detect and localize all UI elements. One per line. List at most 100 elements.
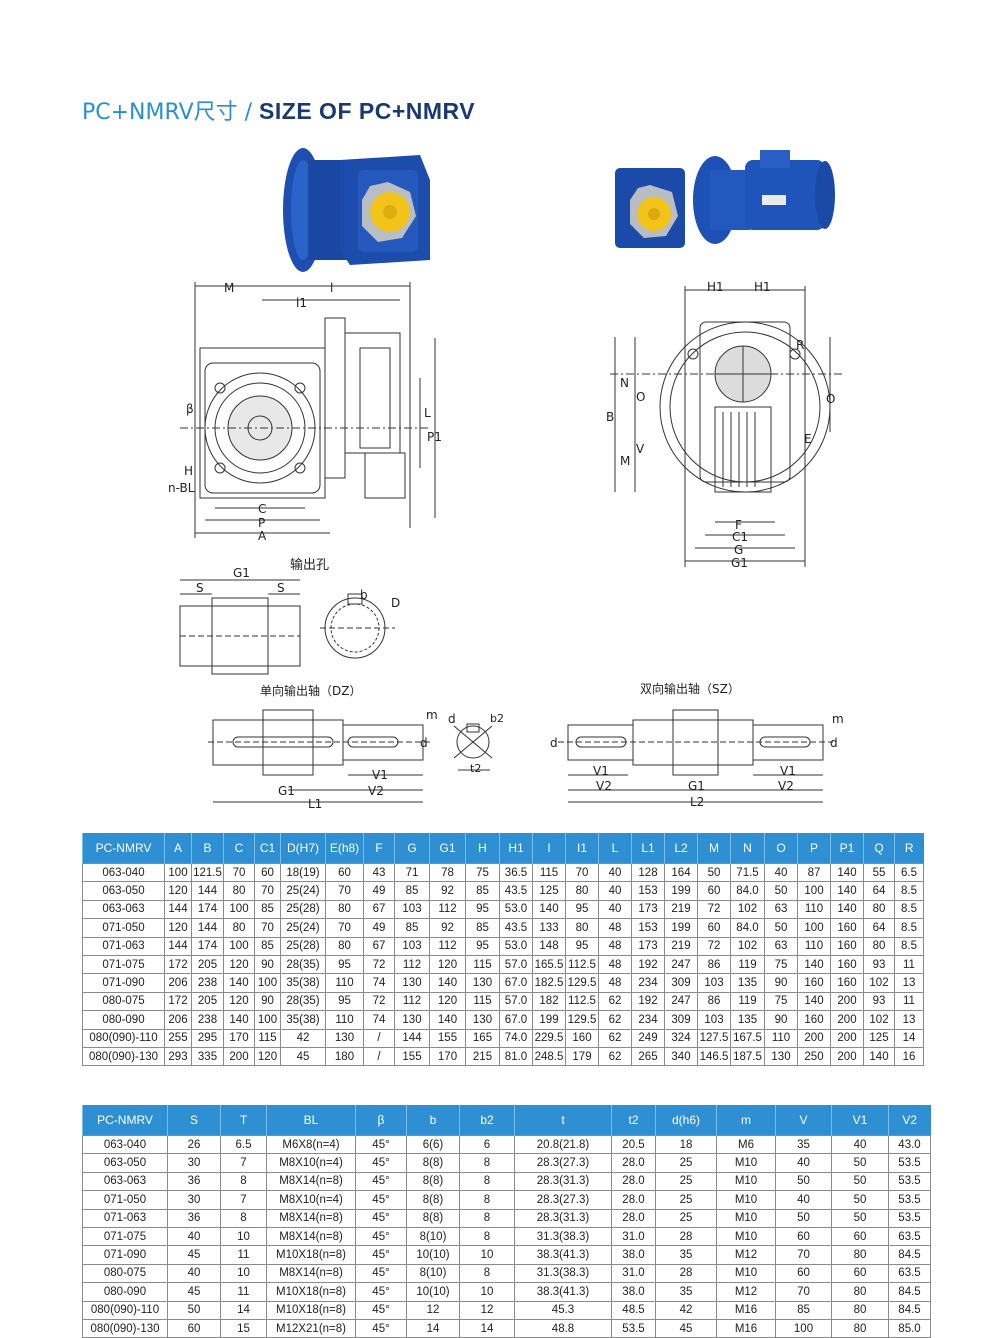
table-cell: 40 — [598, 881, 632, 901]
table-cell: 160 — [797, 1010, 831, 1030]
dim-label-V2-double-left: V2 — [596, 779, 612, 793]
table-cell: 45° — [355, 1208, 407, 1228]
drawing-key-section — [453, 723, 493, 771]
column-header: L1 — [631, 833, 665, 864]
table-cell: 80 — [325, 936, 364, 956]
dim-label-V: V — [636, 442, 645, 456]
model-cell: 071-090 — [82, 1245, 168, 1265]
table-cell: 40 — [831, 1134, 889, 1155]
column-header: V2 — [888, 1105, 931, 1136]
dim-label-L1: L1 — [308, 797, 323, 811]
model-cell: 071-075 — [82, 1226, 168, 1247]
dim-label-G1-double: G1 — [688, 779, 705, 793]
column-header: t — [514, 1105, 612, 1136]
column-header: F — [363, 833, 395, 864]
dim-label-O: O — [636, 390, 646, 404]
dim-label-L2: L2 — [690, 795, 705, 809]
title-cn: PC+NMRV尺寸 / — [82, 100, 260, 125]
dim-label-M: M — [224, 281, 235, 295]
table-cell: 85 — [775, 1300, 832, 1320]
table-cell: 90 — [764, 973, 798, 993]
table-cell: 140 — [830, 862, 864, 883]
table-cell: 74 — [363, 973, 395, 993]
table-cell: 31.3(38.3) — [514, 1226, 612, 1247]
table-cell: 62 — [598, 1010, 632, 1030]
table-cell: 148 — [532, 936, 566, 956]
table-cell: 64 — [863, 918, 895, 938]
column-header: E(h8) — [325, 833, 364, 864]
table-cell: 71.5 — [730, 862, 765, 883]
table-cell: 40 — [775, 1190, 832, 1210]
table-cell: 130 — [394, 973, 430, 993]
table-cell: 50 — [167, 1300, 221, 1320]
table-cell: 35(38) — [280, 973, 326, 993]
table-cell: 247 — [664, 954, 698, 975]
table-cell: 130 — [465, 973, 500, 993]
table-cell: 84.5 — [888, 1245, 931, 1265]
product-photo-pc-nmrv-motor — [615, 150, 835, 248]
model-cell: 063-063 — [82, 899, 165, 920]
table-cell: 53.5 — [888, 1171, 931, 1192]
drawing-side-view — [180, 282, 436, 538]
table-cell: 95 — [565, 899, 599, 920]
table-cell: 170 — [429, 1046, 466, 1067]
table-cell: 125 — [863, 1028, 895, 1048]
table-cell: 265 — [631, 1046, 665, 1067]
table-cell: M12 — [716, 1282, 776, 1302]
table-cell: 144 — [164, 899, 192, 920]
table-cell: 28.0 — [611, 1190, 656, 1210]
table-cell: 130 — [764, 1046, 798, 1067]
table-cell: 133 — [532, 918, 566, 938]
dim-label-n-bl: n-BL — [168, 481, 195, 495]
dim-label-D: D — [391, 596, 401, 610]
model-cell: 080-075 — [82, 991, 165, 1012]
table-cell: 309 — [664, 973, 698, 993]
table-cell: 60 — [775, 1263, 832, 1284]
table-cell: 31.0 — [611, 1226, 656, 1247]
dim-label-V1-double-right: V1 — [780, 764, 796, 778]
table-cell: 234 — [631, 1010, 665, 1030]
table-cell: 8 — [459, 1190, 515, 1210]
table-cell: 14 — [894, 1028, 924, 1048]
table-cell: 200 — [223, 1046, 255, 1067]
table-cell: 74 — [363, 1010, 395, 1030]
model-cell: 071-050 — [82, 918, 165, 938]
table-cell: 120 — [223, 991, 255, 1012]
table-cell: 35 — [775, 1134, 832, 1155]
table-cell: 112.5 — [565, 991, 599, 1012]
output-hole-title: 输出孔 — [290, 558, 330, 573]
table-cell: 174 — [191, 936, 224, 956]
table-cell: 8.5 — [894, 881, 924, 901]
dim-label-G1: G1 — [731, 556, 748, 570]
table-cell: 121.5 — [191, 862, 224, 883]
table-cell: 40 — [598, 862, 632, 883]
table-cell: 160 — [797, 973, 831, 993]
table-cell: 103 — [697, 1010, 731, 1030]
table-cell: 160 — [565, 1028, 599, 1048]
table-cell: 115 — [465, 954, 500, 975]
product-photo-pc-nmrv — [283, 148, 430, 272]
table-cell: 144 — [191, 881, 224, 901]
table-cell: M6X8(n=4) — [266, 1134, 356, 1155]
table-cell: 110 — [797, 899, 831, 920]
table-cell: 50 — [764, 918, 798, 938]
table-cell: 30 — [167, 1190, 221, 1210]
table-cell: 15 — [220, 1318, 267, 1338]
table-cell: 95 — [565, 936, 599, 956]
column-header: O — [764, 833, 798, 864]
table-cell: 8 — [459, 1263, 515, 1284]
dim-label-C: C — [258, 502, 267, 516]
model-cell: 071-090 — [82, 973, 165, 993]
table-cell: 31.3(38.3) — [514, 1263, 612, 1284]
table-cell: 103 — [697, 973, 731, 993]
dim-label-b: b — [360, 588, 368, 602]
